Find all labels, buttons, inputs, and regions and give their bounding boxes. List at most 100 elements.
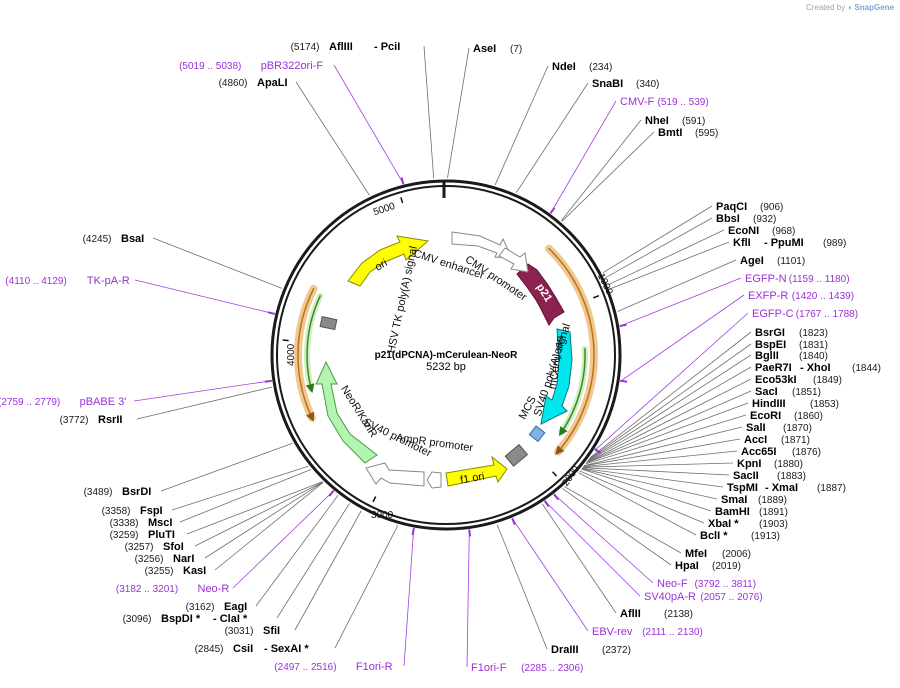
primer-exfp-r-pos: (1420 .. 1439) [792,291,854,302]
feature-ori-label: ori [373,257,390,274]
feature-sv40polya-box[interactable] [504,443,529,467]
site-leader-line [561,131,655,222]
site-snabi-pos: (340) [636,79,659,90]
site-sfoi-pos: (3257) [125,542,154,553]
feature-cmv-promoter-arrow[interactable] [498,247,529,273]
primer-tick [543,500,550,508]
primer-tick [553,493,560,501]
site-hpai-name: HpaI [675,560,699,572]
site-agei-pos: (1101) [777,256,805,267]
primer-f1ori-r-pos: (2497 .. 2516) [274,662,336,673]
site-pluti-name: PluTI [148,529,175,541]
site-sali-pos: (1870) [783,423,812,434]
site-leader-line [494,65,549,186]
site-leader-line [589,331,752,458]
site-leader-line [515,82,589,193]
primer-tick [468,529,472,537]
site-msci-name: MscI [148,517,172,529]
primer-cmv-f-name: CMV-F [620,96,655,108]
feature-ori-arrow[interactable] [347,235,430,287]
feature-p21-arrow[interactable] [516,263,565,326]
site-ndei-name: NdeI [552,61,576,73]
site-leader-line [581,468,718,500]
site-leader-line [578,472,697,536]
site-leader-line [255,495,339,607]
primer-neo-r-name: Neo-R [198,583,230,595]
site-xbai-pos: (1903) [759,519,788,530]
primer-leader-line [134,279,274,315]
snapgene-credit: Created by ◖ SnapGene [806,3,894,12]
site-aflii-name: AflII [620,608,641,620]
site-msci-pos: (3338) [110,518,139,529]
site-eagi-pos: (3162) [186,602,215,613]
primer-leader-line [403,528,415,667]
primer-leader-line [133,380,271,402]
primer-egfp-c-pos: (1767 .. 1788) [796,309,858,320]
primer-neo-f-pos: (3792 .. 3811) [695,579,757,590]
site-leader-line [194,481,323,547]
feature-hsvtk-polya-box[interactable] [319,316,338,331]
site-pluti-pos: (3259) [110,530,139,541]
site-sali-name: SalI [746,422,766,434]
feature-sv40-promoter-arrow[interactable] [365,462,425,487]
site-kpni-name: KpnI [737,458,761,470]
ruler-tick [400,197,404,204]
site-leader-line [584,438,741,467]
site-leader-line [560,119,642,221]
site-tspmi-name: TspMI [727,482,758,494]
site-leader-line [186,481,323,535]
site-acc65i-pos: (1876) [792,447,821,458]
site-leader-line [584,426,743,466]
arc-neor-inner-direction [305,295,321,394]
plasmid-size: 5232 bp [426,361,466,373]
site-leader-line [214,482,324,571]
site-csii-extra: - SexAI * [264,643,309,655]
feature-mcs-box[interactable] [528,425,546,443]
feature-f1ori-arrow[interactable] [445,455,508,487]
site-kfli-name: KflI [733,237,751,249]
primer-leader-line [550,100,617,213]
primer-leader-line [512,518,589,632]
site-apali-pos: (4860) [219,78,248,89]
site-sfii-name: SfiI [263,625,280,637]
site-leader-line [276,503,350,619]
site-nhei-name: NheI [645,115,669,127]
site-bsrgi-pos: (1823) [799,328,828,339]
site-bbsi-name: BbsI [716,213,740,225]
feature-f1ori-label: f1 ori [459,471,485,487]
site-bspdi-pos: (3096) [123,614,152,625]
primer-tk-pa-r-name: TK-pA-R [87,275,130,287]
primer-tick [619,379,628,383]
primer-tick [411,527,415,536]
site-leader-line [588,343,752,460]
primer-tick [619,323,627,327]
site-csii-pos: (2845) [195,644,224,655]
primer-neo-f-name: Neo-F [657,578,688,590]
site-sfoi-name: SfoI [163,541,184,553]
site-kpni-pos: (1880) [774,459,803,470]
site-leader-line [586,402,749,464]
primer-pbabe-3-pos: (2759 .. 2779) [0,397,60,408]
ruler-label-5000: 5000 [372,201,397,218]
site-leader-line [447,47,470,179]
feature-hsvtk-polya-label: HSV TK poly(A) signal [385,245,419,354]
feature-shapes [315,231,573,489]
site-bbsi-pos: (932) [753,214,776,225]
arc-cds-direction [548,247,595,456]
feature-ampr-promoter-arrow[interactable] [426,471,442,489]
site-leader-line [587,366,752,462]
primer-tick [264,379,273,383]
feature-neor-arrow[interactable] [315,360,378,464]
primer-pbr322ori-f-pos: (5019 .. 5038) [179,61,241,72]
site-bspdi-extra: - ClaI * [213,613,248,625]
primer-leader-line [333,64,404,184]
primer-leader-line [554,494,654,584]
site-bmti-name: BmtI [658,127,682,139]
site-aflii-pos: (2138) [664,609,693,620]
primer-tick [594,448,602,454]
site-bglii-name: BglII [755,350,779,362]
feature-mcerulean-arrow[interactable] [540,328,573,425]
ruler-label-4000: 4000 [286,343,297,366]
site-leader-line [586,390,752,463]
